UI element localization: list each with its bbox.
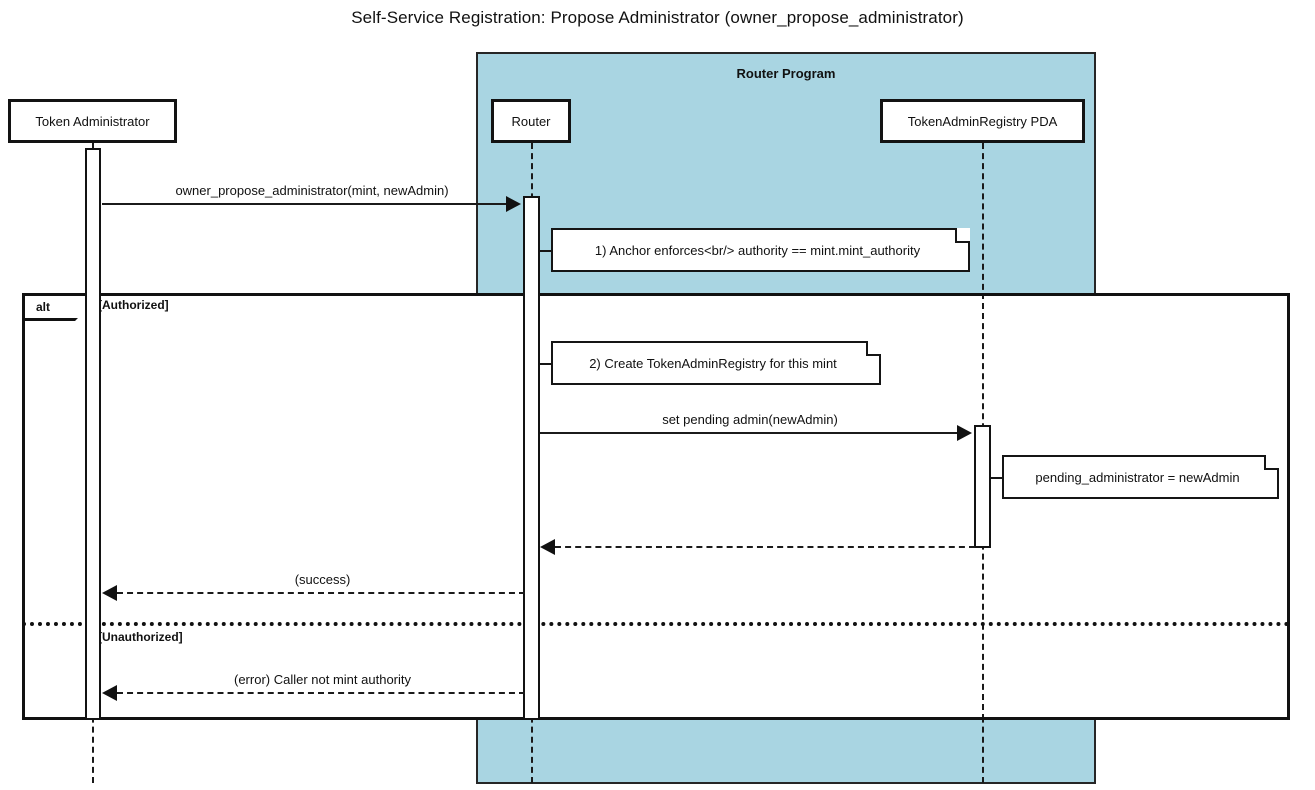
- message-line-set-pending-admin: [540, 432, 958, 434]
- note-fold-icon: [955, 228, 970, 243]
- note-anchor-enforces-text: 1) Anchor enforces<br/> authority == min…: [594, 242, 921, 258]
- message-line-success: [117, 592, 525, 594]
- alt-tag-shape: [22, 293, 90, 321]
- alt-branch-condition-unauthorized: [Unauthorized]: [98, 630, 183, 644]
- note-anchor-enforces: 1) Anchor enforces<br/> authority == min…: [551, 228, 970, 272]
- note-create-token-admin-registry: 2) Create TokenAdminRegistry for this mi…: [551, 341, 881, 385]
- note-tail-pending-administrator: [991, 477, 1003, 479]
- message-arrowhead-success: [102, 585, 117, 601]
- activation-bar-token-admin-registry-pda: [974, 425, 991, 548]
- participant-token-admin-registry-pda-label: TokenAdminRegistry PDA: [907, 113, 1058, 129]
- alt-branch-condition-authorized: [Authorized]: [98, 298, 169, 312]
- message-label-success: (success): [294, 572, 351, 587]
- activation-bar-token-administrator: [85, 148, 101, 720]
- alt-branch-divider: [22, 622, 1290, 626]
- message-arrowhead-pda-return: [540, 539, 555, 555]
- participant-token-administrator[interactable]: Token Administrator: [8, 99, 177, 143]
- note-fold-icon: [1264, 455, 1279, 470]
- note-tail-create-registry: [540, 363, 552, 365]
- message-arrowhead-set-pending-admin: [957, 425, 972, 441]
- note-pending-administrator: pending_administrator = newAdmin: [1002, 455, 1279, 499]
- participant-token-admin-registry-pda[interactable]: TokenAdminRegistry PDA: [880, 99, 1085, 143]
- alt-fragment-tag: alt: [22, 293, 90, 321]
- note-pending-administrator-shape: [1002, 455, 1279, 499]
- note-anchor-enforces-shape: [551, 228, 970, 272]
- group-box-label: Router Program: [736, 66, 836, 81]
- participant-router[interactable]: Router: [491, 99, 571, 143]
- message-label-set-pending-admin: set pending admin(newAdmin): [662, 412, 838, 427]
- note-create-registry-text: 2) Create TokenAdminRegistry for this mi…: [589, 355, 837, 371]
- message-label-owner-propose-administrator: owner_propose_administrator(mint, newAdm…: [175, 183, 449, 198]
- participant-router-label: Router: [511, 113, 551, 129]
- note-fold-icon: [866, 341, 881, 356]
- participant-token-administrator-label: Token Administrator: [35, 113, 150, 129]
- note-create-registry-shape: [551, 341, 881, 385]
- message-arrowhead-owner-propose-administrator: [506, 196, 521, 212]
- note-pending-administrator-text: pending_administrator = newAdmin: [1035, 469, 1240, 485]
- message-line-owner-propose-administrator: [102, 203, 507, 205]
- alt-tag-label: alt: [36, 300, 51, 314]
- page-title: Self-Service Registration: Propose Admin…: [351, 8, 964, 27]
- message-arrowhead-error: [102, 685, 117, 701]
- alt-fragment: [22, 293, 1290, 720]
- activation-bar-router: [523, 196, 540, 720]
- message-line-error: [117, 692, 525, 694]
- message-line-pda-return: [555, 546, 975, 548]
- message-label-error-caller-not-mint-authority: (error) Caller not mint authority: [234, 672, 411, 687]
- note-tail-anchor-enforces: [540, 250, 552, 252]
